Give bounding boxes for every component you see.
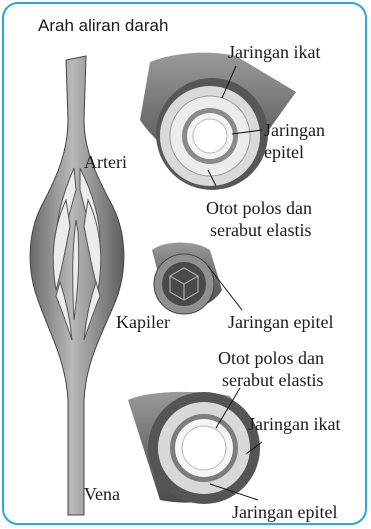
kapiler-jaringan-epitel-label: Jaringan epitel (228, 312, 333, 332)
vena-label: Vena (84, 484, 120, 504)
arteri-otot-label-2: serabut elastis (210, 220, 311, 240)
kapiler-cross-section (152, 243, 222, 315)
vena-jaringan-ikat-label: Jaringan ikat (248, 414, 340, 434)
kapiler-label: Kapiler (116, 312, 170, 332)
vena-otot-label-1: Otot polos dan (218, 348, 324, 368)
vessel-network (30, 56, 124, 515)
arteri-jaringan-epitel-label-2: epitel (264, 142, 304, 162)
vena-otot-label-2: serabut elastis (222, 370, 323, 390)
diagram-title: Arah aliran darah (38, 16, 168, 36)
arteri-label: Arteri (84, 152, 127, 172)
vena-cross-section (128, 392, 260, 504)
arteri-otot-label-1: Otot polos dan (206, 198, 312, 218)
arteri-jaringan-epitel-label-1: Jaringan (264, 120, 325, 140)
vena-jaringan-epitel-label: Jaringan epitel (232, 502, 337, 522)
arteri-jaringan-ikat-label: Jaringan ikat (228, 42, 320, 62)
